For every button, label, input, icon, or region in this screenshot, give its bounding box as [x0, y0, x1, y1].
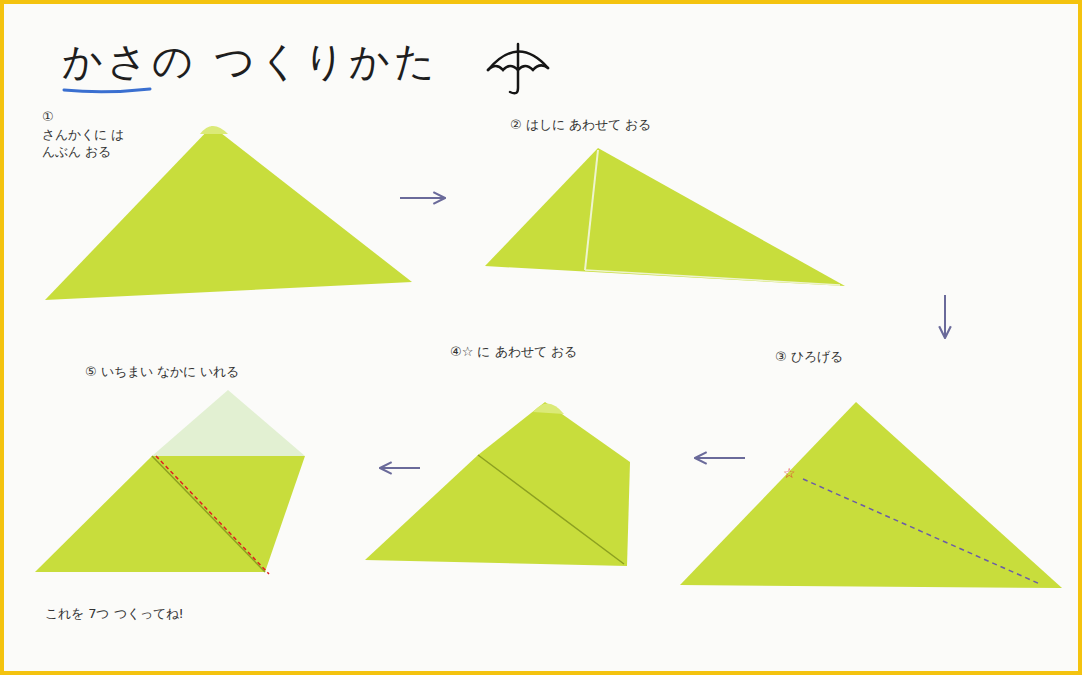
step-heading: ④☆ に あわせて おる	[450, 343, 695, 361]
fold-guide	[803, 479, 1040, 584]
star-mark: ☆	[783, 465, 796, 481]
step-panel: ② はしに あわせて おる	[445, 110, 965, 295]
step-heading: ①	[42, 108, 400, 126]
step-heading: ③ ひろげる	[775, 348, 1070, 366]
step-arrow	[695, 457, 745, 459]
title-underline	[64, 89, 150, 92]
paper-folded	[365, 402, 630, 566]
fold-edge	[585, 270, 840, 285]
step-arrow	[400, 197, 445, 199]
insert-guide	[156, 456, 269, 574]
paper-folded	[485, 148, 845, 286]
note: これを 7つ つくってね!	[45, 605, 184, 623]
step-panel: ④☆ に あわせて おる	[420, 335, 695, 570]
step-heading: ② はしに あわせて おる	[510, 116, 965, 134]
step-panel: ①さんかくに はんぶん おる	[38, 104, 400, 304]
paper-curl	[533, 403, 564, 414]
fold-line	[478, 455, 624, 564]
umbrella-handle	[510, 44, 518, 93]
step-panel: ⑤ いちまい なかに いれる	[30, 355, 380, 580]
paper-open	[680, 402, 1062, 588]
fold-edge	[585, 150, 598, 270]
paper-flap	[152, 390, 305, 456]
step-arrow	[380, 467, 420, 469]
paper-curl	[200, 126, 228, 134]
step-text: さんかくに はんぶん おる	[42, 126, 137, 161]
umbrella-icon	[488, 44, 548, 93]
step-heading: ⑤ いちまい なかに いれる	[85, 363, 380, 381]
step-arrow	[944, 295, 946, 338]
title: かさの つくりかた	[62, 34, 439, 89]
fold-line	[152, 456, 265, 572]
paper-folded	[35, 456, 305, 572]
